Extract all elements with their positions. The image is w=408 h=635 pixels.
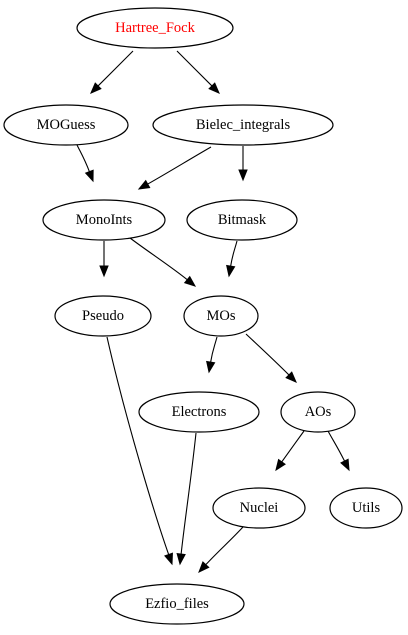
arrowhead [137, 179, 151, 190]
arrowhead [176, 553, 186, 566]
edge-line [147, 146, 212, 185]
edge-mos-to-aos [245, 333, 297, 383]
arrowhead [226, 264, 236, 278]
edge-mos-to-electrons [206, 336, 218, 374]
node-nuclei: Nuclei [212, 487, 306, 529]
arrowhead [208, 82, 220, 94]
edge-line [129, 237, 188, 281]
edge-moguess-to-monoints [76, 144, 94, 183]
arrowhead [285, 371, 297, 383]
node-ellipse [76, 7, 234, 49]
node-ezfio-files: Ezfio_files [109, 583, 245, 625]
node-ellipse [212, 487, 306, 529]
node-ellipse [42, 199, 166, 241]
edge-line [76, 144, 90, 172]
edge-line [230, 240, 238, 267]
edge-monoints-to-mos [129, 237, 197, 287]
node-ellipse [280, 391, 356, 433]
arrowhead [183, 275, 197, 287]
edge-hartree-fock-to-bielec-integrals [176, 50, 220, 94]
node-label: MOs [206, 308, 235, 324]
edge-nuclei-to-ezfio-files [198, 526, 244, 573]
node-ellipse [54, 295, 152, 337]
node-ellipse [3, 104, 129, 146]
arrowhead [275, 458, 286, 472]
node-label: Bitmask [218, 212, 267, 228]
node-label: MonoInts [76, 212, 133, 228]
edge-hartree-fock-to-moguess [90, 50, 134, 94]
node-ellipse [329, 487, 403, 529]
edge-line [245, 333, 290, 376]
arrowhead [238, 169, 248, 182]
edge-line [180, 432, 197, 555]
node-ellipse [186, 199, 298, 241]
edge-bielec-integrals-to-bitmask [238, 146, 248, 182]
node-label: Ezfio_files [145, 596, 209, 612]
edge-line [205, 526, 244, 566]
node-label: Hartree_Fock [115, 20, 195, 36]
edge-line [106, 336, 170, 555]
node-label: Utils [352, 500, 381, 516]
edge-monoints-to-pseudo [99, 240, 109, 278]
node-mos: MOs [183, 295, 259, 337]
node-label: Electrons [172, 404, 227, 420]
edge-pseudo-to-ezfio-files [106, 336, 173, 566]
node-label: Bielec_integrals [196, 117, 291, 133]
node-aos: AOs [280, 391, 356, 433]
edge-electrons-to-ezfio-files [176, 432, 197, 566]
arrowhead [99, 265, 109, 278]
node-moguess: MOGuess [3, 104, 129, 146]
edge-bitmask-to-mos [226, 240, 238, 278]
edge-line [176, 50, 213, 87]
node-label: Nuclei [240, 500, 279, 516]
edge-line [327, 430, 346, 462]
node-electrons: Electrons [138, 391, 260, 433]
edge-line [97, 50, 134, 87]
arrowhead [84, 169, 94, 183]
edge-aos-to-nuclei [275, 430, 305, 472]
node-bielec-integrals: Bielec_integrals [152, 104, 334, 146]
edge-aos-to-utils [327, 430, 350, 472]
arrowhead [206, 360, 216, 374]
node-pseudo: Pseudo [54, 295, 152, 337]
node-ellipse [152, 104, 334, 146]
edge-line [281, 430, 305, 463]
node-ellipse [109, 583, 245, 625]
node-ellipse [138, 391, 260, 433]
edge-line [210, 336, 218, 363]
edges-layer [76, 50, 350, 573]
node-utils: Utils [329, 487, 403, 529]
arrowhead [90, 82, 102, 94]
node-label: AOs [305, 404, 332, 420]
node-monoints: MonoInts [42, 199, 166, 241]
arrowhead [198, 561, 210, 573]
node-label: Pseudo [82, 308, 124, 324]
edge-bielec-integrals-to-monoints [137, 146, 212, 190]
node-bitmask: Bitmask [186, 199, 298, 241]
node-label: MOGuess [37, 117, 96, 133]
arrowhead [340, 458, 350, 472]
node-hartree-fock: Hartree_Fock [76, 7, 234, 49]
node-ellipse [183, 295, 259, 337]
arrowhead [164, 552, 173, 566]
